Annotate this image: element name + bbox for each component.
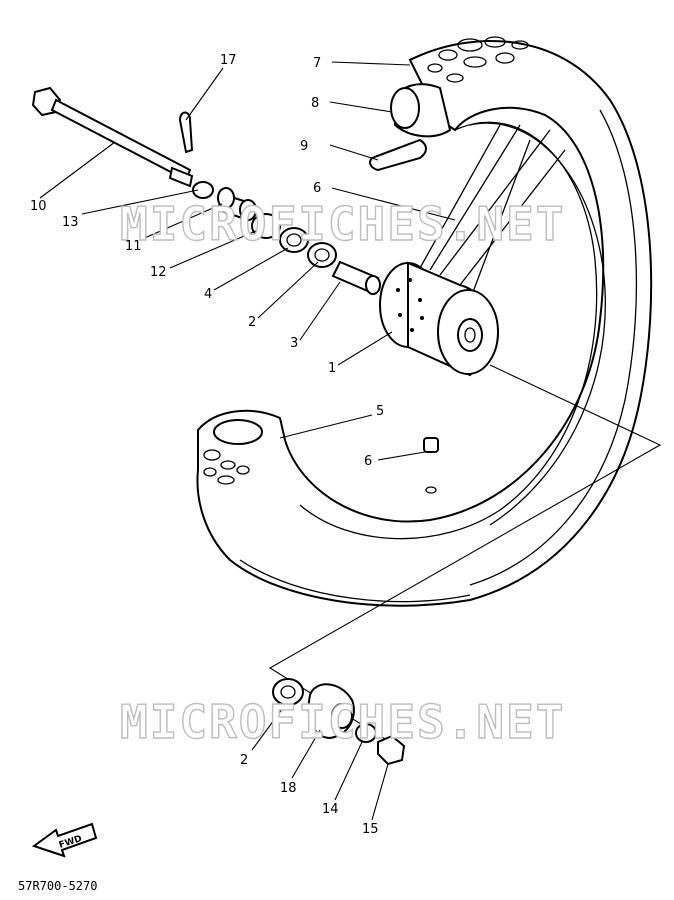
tread-knobs-top — [427, 36, 529, 83]
callout-4: 4 — [204, 287, 212, 302]
rim-band — [390, 83, 452, 138]
tread-knobs-section — [203, 449, 250, 485]
callout-3: 3 — [290, 336, 298, 351]
callout-12: 11 — [125, 239, 142, 254]
watermark-upper: MICROFICHES.NET — [120, 197, 565, 251]
rim-lock — [369, 138, 427, 172]
fwd-arrow-icon: FWD — [31, 822, 98, 858]
washer-15 — [355, 723, 377, 743]
callout-5: 5 — [376, 404, 384, 419]
drawing-code: 57R700-5270 — [18, 879, 97, 893]
callout-14: 13 — [62, 215, 79, 230]
callout-17: 17 — [220, 53, 237, 68]
callout-11: 10 — [30, 199, 47, 214]
tube-section — [213, 419, 263, 445]
spacer — [331, 260, 381, 295]
callout-8: 7 — [313, 56, 321, 71]
axle — [31, 86, 194, 188]
callout-9: 8 — [311, 96, 319, 111]
callout-2-upper: 2 — [248, 315, 256, 330]
leader-lines — [39, 61, 456, 821]
callout-10: 9 — [300, 139, 308, 154]
valve-cap — [423, 437, 439, 494]
callout-15: 14 — [322, 802, 339, 817]
bearing-2-lower — [272, 678, 304, 706]
cotter-pin — [178, 111, 194, 154]
oil-seal — [251, 213, 281, 239]
speedometer-gear-unit — [307, 683, 355, 740]
spokes — [419, 124, 566, 301]
axle-nut — [377, 734, 406, 766]
callout-16: 15 — [362, 822, 379, 837]
callout-6: 6 — [364, 454, 372, 469]
washer — [192, 181, 214, 199]
tire — [196, 36, 653, 607]
bearing-4 — [279, 227, 309, 253]
collar — [216, 187, 257, 222]
callout-labels: 7 8 9 6 17 10 13 11 12 4 2 3 1 5 6 2 18 … — [30, 53, 384, 837]
callout-7: 6 — [313, 181, 321, 196]
callout-18: 18 — [280, 781, 297, 796]
callout-2-lower: 2 — [240, 753, 248, 768]
callout-1: 1 — [328, 361, 336, 376]
hub — [379, 261, 499, 377]
bearing-2-upper — [307, 242, 337, 268]
callout-13: 12 — [150, 265, 167, 280]
watermark-lower: MICROFICHES.NET — [120, 695, 565, 749]
